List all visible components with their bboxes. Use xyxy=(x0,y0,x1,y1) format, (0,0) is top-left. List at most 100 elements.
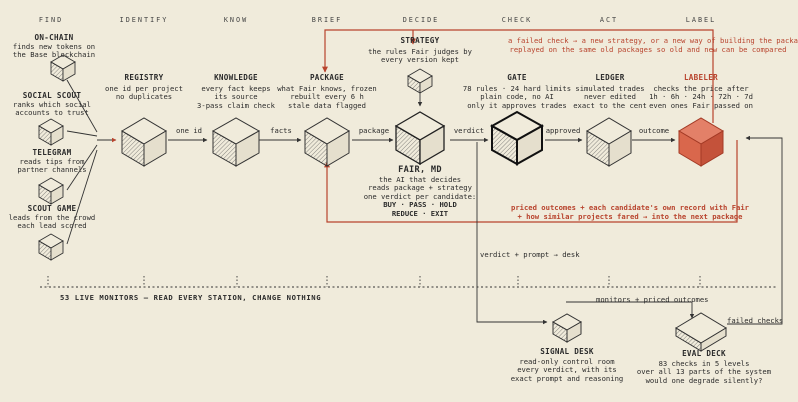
feedback-top-line-1: a failed check → a new strategy, or a ne… xyxy=(508,36,798,45)
strategy-desc-1: the rules Fair judges by xyxy=(368,46,472,56)
cube-fair xyxy=(394,111,446,166)
cube-onchain xyxy=(50,54,76,82)
edge-label-monitors-outcomes: monitors + priced outcomes xyxy=(596,295,709,304)
stage-brief: BRIEF xyxy=(311,16,343,24)
feedback-loop-bottom xyxy=(324,140,738,223)
node-fair: FAIR, MD the AI that decides reads packa… xyxy=(360,166,480,219)
registry-title: REGISTRY xyxy=(124,73,164,82)
knowledge-desc-3: 3-pass claim check xyxy=(197,100,275,110)
fair-verdicts-2: REDUCE · EXIT xyxy=(391,208,449,218)
source-scout-game-desc-2: each lead scored xyxy=(17,221,87,231)
fair-desc-1: the AI that decides xyxy=(378,174,462,184)
source-telegram-title: TELEGRAM xyxy=(32,148,72,157)
feedback-bottom-line-1: priced outcomes + each candidate's own r… xyxy=(511,203,749,212)
labeler-desc-2: 1h · 6h · 24h · 72h · 7d xyxy=(649,92,753,102)
ledger-desc-3: exact to the cent xyxy=(573,100,647,110)
stage-identify: IDENTIFY xyxy=(119,16,169,24)
edge-label-verdict: verdict xyxy=(453,126,485,135)
node-ledger: LEDGER simulated trades never edited exa… xyxy=(560,73,660,110)
node-eval-deck: EVAL DECK 83 checks in 5 levels over all… xyxy=(636,349,772,385)
node-signal-desk: SIGNAL DESK read-only control room every… xyxy=(508,347,626,383)
source-onchain-title: ON-CHAIN xyxy=(34,33,74,42)
eval-deck-title: EVAL DECK xyxy=(682,349,726,358)
fair-title: FAIR, MD xyxy=(398,165,442,175)
source-telegram: TELEGRAM reads tips from partner channel… xyxy=(2,148,102,175)
package-desc-2: rebuilt every 6 h xyxy=(290,92,364,102)
cube-social-scout xyxy=(38,118,64,146)
fair-verdicts-1: BUY · PASS · HOLD xyxy=(383,200,457,210)
cube-knowledge xyxy=(211,117,261,167)
ledger-desc-2: never edited xyxy=(584,92,636,102)
knowledge-desc-2: its source xyxy=(214,92,258,102)
cube-ledger xyxy=(586,117,632,167)
edge-label-facts: facts xyxy=(270,126,292,135)
flow-arrows xyxy=(168,92,676,143)
source-onchain: ON-CHAIN finds new tokens on the Base bl… xyxy=(4,33,104,60)
feedback-loop-top xyxy=(322,29,714,123)
edge-label-outcome: outcome xyxy=(638,126,670,135)
side-connectors xyxy=(476,135,783,325)
node-strategy: STRATEGY the rules Fair judges by every … xyxy=(364,36,476,65)
node-registry: REGISTRY one id per project no duplicate… xyxy=(94,73,194,102)
cube-eval-deck xyxy=(675,312,727,352)
package-desc-3: stale data flagged xyxy=(288,100,366,110)
labeler-title: LABELER xyxy=(683,73,719,82)
source-onchain-desc-2: the Base blockchain xyxy=(12,50,96,60)
signal-desk-desc-3: exact prompt and reasoning xyxy=(510,373,624,383)
stage-label: LABEL xyxy=(685,16,717,24)
cube-strategy xyxy=(407,68,433,94)
knowledge-title: KNOWLEDGE xyxy=(214,73,258,82)
ledger-title: LEDGER xyxy=(595,73,625,82)
signal-desk-desc-1: read-only control room xyxy=(519,356,615,366)
registry-desc-2: no duplicates xyxy=(115,92,173,102)
edge-label-package: package xyxy=(358,126,390,135)
stage-decide: DECIDE xyxy=(402,16,440,24)
eval-deck-desc-1: 83 checks in 5 levels xyxy=(658,358,750,368)
source-scout-game-desc-1: leads from the crowd xyxy=(8,212,96,222)
stage-know: KNOW xyxy=(223,16,249,24)
cube-package xyxy=(304,117,350,167)
gate-desc-2: plain code, no AI xyxy=(480,92,554,102)
source-social-desc-1: ranks which social xyxy=(13,99,91,109)
node-labeler: LABELER checks the price after 1h · 6h ·… xyxy=(643,73,759,110)
stage-find: FIND xyxy=(38,16,64,24)
source-onchain-desc-1: finds new tokens on xyxy=(12,41,96,51)
source-telegram-desc-1: reads tips from xyxy=(19,156,85,166)
cube-gate xyxy=(489,110,545,166)
fair-desc-2: reads package + strategy xyxy=(368,183,472,193)
ledger-desc-1: simulated trades xyxy=(575,83,645,93)
gate-desc-3: only it approves trades xyxy=(467,100,567,110)
gate-desc-1: 78 rules · 24 hard limits xyxy=(462,83,572,93)
signal-desk-title: SIGNAL DESK xyxy=(540,347,594,356)
feedback-bottom-text: priced outcomes + each candidate's own r… xyxy=(496,203,764,221)
node-gate: GATE 78 rules · 24 hard limits plain cod… xyxy=(462,73,572,110)
monitor-line xyxy=(40,276,778,288)
feedback-top-line-2: replayed on the same old packages so old… xyxy=(509,44,787,54)
registry-desc-1: one id per project xyxy=(105,83,183,93)
edge-label-approved: approved xyxy=(545,126,581,135)
feedback-bottom-line-2: + how similar projects fared → into the … xyxy=(517,211,743,221)
feedback-top-text: a failed check → a new strategy, or a ne… xyxy=(508,36,798,54)
knowledge-desc-1: every fact keeps xyxy=(201,83,271,93)
eval-deck-desc-3: would one degrade silently? xyxy=(645,375,763,385)
gate-title: GATE xyxy=(507,73,527,82)
monitors-label: 53 LIVE MONITORS — READ EVERY STATION, C… xyxy=(60,293,322,302)
cube-labeler xyxy=(678,117,724,167)
source-scout-game: SCOUT GAME leads from the crowd each lea… xyxy=(2,204,102,231)
stage-check: CHECK xyxy=(501,16,533,24)
cube-scout-game xyxy=(38,233,64,261)
edge-label-verdict-prompt: verdict + prompt → desk xyxy=(480,250,580,259)
source-social-scout: SOCIAL SCOUT ranks which social accounts… xyxy=(2,91,102,118)
node-knowledge: KNOWLEDGE every fact keeps its source 3-… xyxy=(186,73,286,110)
source-telegram-desc-2: partner channels xyxy=(17,165,87,175)
package-desc-1: what Fair knows, frozen xyxy=(277,83,377,93)
package-title: PACKAGE xyxy=(309,73,345,82)
source-scout-game-title: SCOUT GAME xyxy=(27,204,77,213)
edge-label-failed-checks: failed checks xyxy=(727,316,784,325)
edge-label-one-id: one id xyxy=(176,126,202,135)
source-connectors xyxy=(66,79,117,245)
labeler-desc-3: even ones Fair passed on xyxy=(649,100,753,110)
strategy-title: STRATEGY xyxy=(400,36,440,45)
